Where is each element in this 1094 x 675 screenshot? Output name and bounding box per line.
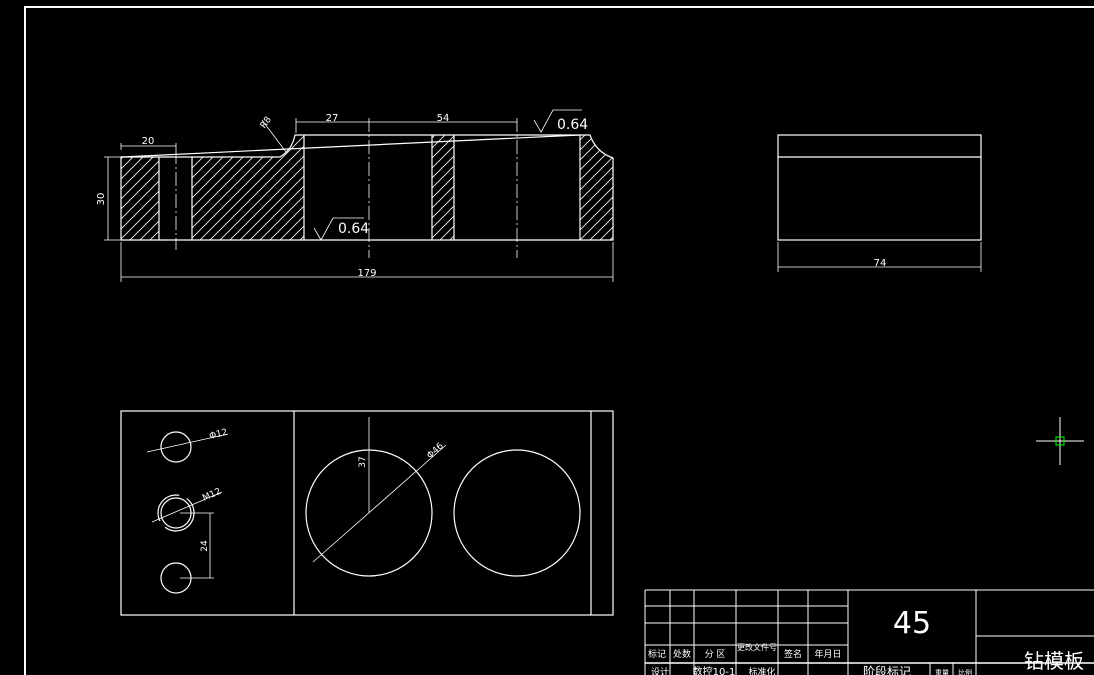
front-view-dimensions xyxy=(104,109,614,282)
label-phi46: Φ46 xyxy=(425,441,446,461)
label-37: 37 xyxy=(358,456,368,467)
header-date: 年月日 xyxy=(814,648,841,660)
side-view xyxy=(777,134,982,241)
dim-r8: R8 xyxy=(259,115,274,131)
dim-20: 20 xyxy=(142,136,155,147)
label-m12: M12 xyxy=(201,487,223,504)
part-name: 钻模板 xyxy=(1024,649,1084,673)
dim-74: 74 xyxy=(874,258,887,269)
stage-mark: 阶段标记 xyxy=(863,664,911,675)
scale-label: 比例 xyxy=(958,668,972,675)
header-signature: 签名 xyxy=(784,648,802,660)
header-zone: 分 区 xyxy=(705,649,726,660)
roughness-top: 0.64 xyxy=(557,117,588,133)
weight-label: 重量 xyxy=(935,669,949,675)
front-view xyxy=(120,118,614,258)
header-mark: 标记 xyxy=(648,648,666,660)
header-count: 处数 xyxy=(673,648,691,660)
label-24: 24 xyxy=(200,540,210,552)
front-view-dimension-text: 20 30 27 54 179 R8 0.64 0.64 xyxy=(96,113,588,279)
row-design: 设计 xyxy=(651,666,669,675)
row-standardization: 标准化 xyxy=(748,666,775,675)
title-block-text: 标记 处数 分 区 更改文件号 签名 年月日 设计 数控10-1 标准化 45 … xyxy=(648,606,1084,675)
dim-54: 54 xyxy=(437,113,450,124)
label-phi12: Φ12 xyxy=(208,428,228,442)
dim-27: 27 xyxy=(326,113,339,124)
title-block xyxy=(644,589,1094,675)
side-view-dimension xyxy=(777,242,982,272)
drawing-border xyxy=(24,6,1094,675)
row-designer: 数控10-1 xyxy=(693,665,736,675)
roughness-bottom: 0.64 xyxy=(338,221,369,237)
top-view-dimensions xyxy=(146,417,447,579)
material: 45 xyxy=(893,606,931,641)
crosshair-cursor-icon xyxy=(1036,417,1084,465)
top-view-dimension-text: Φ12 M12 24 Φ46 37 xyxy=(200,428,446,552)
header-change-doc: 更改文件号 xyxy=(737,642,777,652)
dim-179: 179 xyxy=(357,268,376,279)
dim-30: 30 xyxy=(96,193,107,206)
